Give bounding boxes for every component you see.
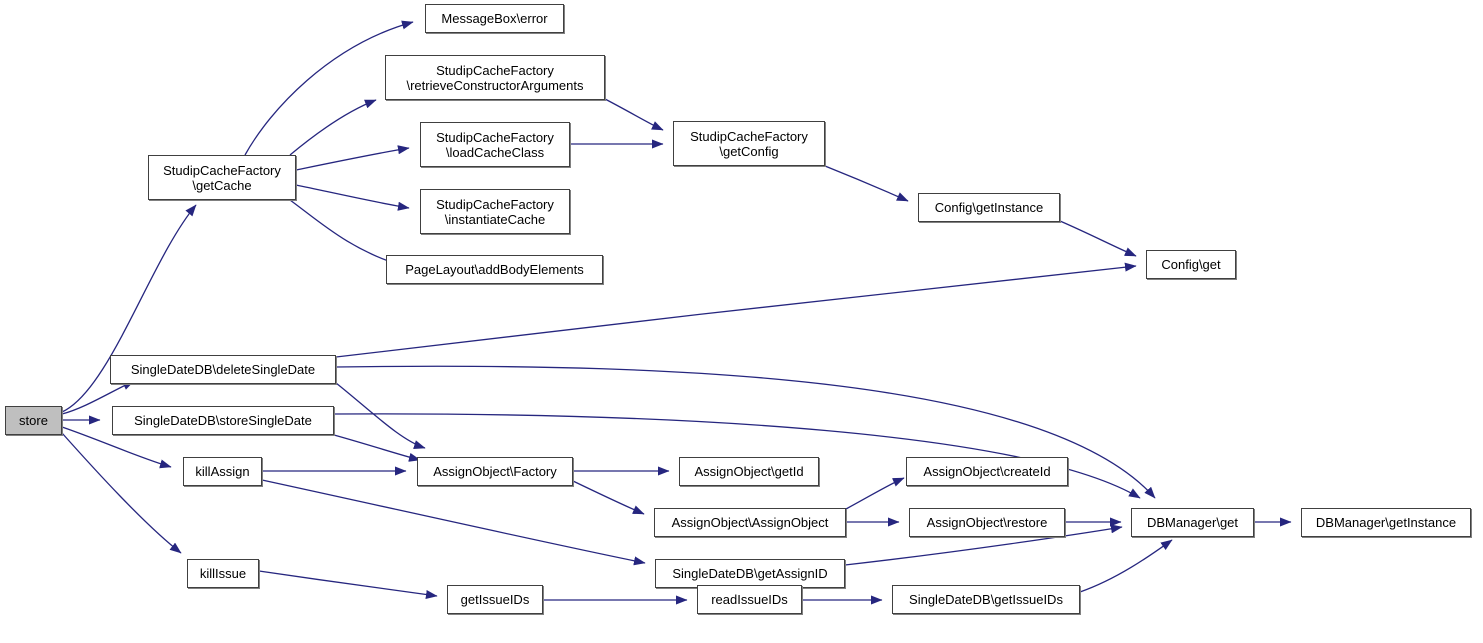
- graph-node-loadCacheClass[interactable]: StudipCacheFactory \loadCacheClass: [420, 122, 570, 167]
- graph-node-readIssueIDs[interactable]: readIssueIDs: [697, 585, 802, 614]
- graph-node-configGetInst[interactable]: Config\getInstance: [918, 193, 1060, 222]
- edge-getConfig-to-configGetInst: [824, 165, 909, 202]
- graph-node-getIssueIDs[interactable]: getIssueIDs: [447, 585, 543, 614]
- graph-node-label: killAssign: [195, 464, 250, 479]
- edge-getCache-to-retrieveCtorArgs: [289, 99, 377, 156]
- edge-getCache-to-loadCacheClass: [295, 145, 410, 171]
- graph-node-label: SingleDateDB\getIssueIDs: [909, 592, 1063, 607]
- graph-node-label: StudipCacheFactory \loadCacheClass: [436, 129, 554, 160]
- graph-node-label: SingleDateDB\storeSingleDate: [134, 413, 312, 428]
- graph-node-assignRestore[interactable]: AssignObject\restore: [909, 508, 1065, 537]
- graph-node-getCache[interactable]: StudipCacheFactory \getCache: [148, 155, 296, 200]
- graph-node-label: DBManager\getInstance: [1315, 515, 1457, 530]
- edge-getCache-to-messageBoxError: [244, 20, 414, 156]
- graph-node-label: MessageBox\error: [441, 11, 548, 26]
- graph-node-label: Config\get: [1161, 257, 1221, 272]
- graph-node-label: getIssueIDs: [460, 592, 530, 607]
- edge-killAssign-to-getAssignID: [261, 479, 646, 566]
- graph-node-killAssign[interactable]: killAssign: [183, 457, 262, 486]
- edge-retrieveCtorArgs-to-getConfig: [604, 98, 664, 131]
- graph-node-label: AssignObject\createId: [923, 464, 1051, 479]
- edge-getCache-to-instantiateCache: [295, 184, 410, 211]
- graph-node-label: DBManager\get: [1146, 515, 1239, 530]
- graph-node-getConfig[interactable]: StudipCacheFactory \getConfig: [673, 121, 825, 166]
- graph-node-messageBoxError[interactable]: MessageBox\error: [425, 4, 564, 33]
- graph-node-label: AssignObject\restore: [926, 515, 1048, 530]
- edge-layer: [61, 20, 1292, 605]
- graph-node-label: store: [19, 413, 48, 428]
- graph-node-label: StudipCacheFactory \getConfig: [690, 128, 808, 159]
- graph-node-configGet[interactable]: Config\get: [1146, 250, 1236, 279]
- graph-node-assignObject[interactable]: AssignObject\AssignObject: [654, 508, 846, 537]
- graph-node-assignCreateId[interactable]: AssignObject\createId: [906, 457, 1068, 486]
- graph-node-label: AssignObject\getId: [694, 464, 804, 479]
- graph-node-store[interactable]: store: [5, 406, 62, 435]
- graph-node-killIssue[interactable]: killIssue: [187, 559, 259, 588]
- edge-store-to-getCache: [61, 204, 197, 413]
- graph-node-dbManagerGetInst[interactable]: DBManager\getInstance: [1301, 508, 1471, 537]
- graph-node-label: StudipCacheFactory \retrieveConstructorA…: [406, 62, 584, 93]
- graph-node-storeSingleDate[interactable]: SingleDateDB\storeSingleDate: [112, 406, 334, 435]
- edge-dbGetIssueIDs-to-dbManagerGet: [1079, 539, 1173, 593]
- graph-node-label: SingleDateDB\getAssignID: [672, 566, 828, 581]
- edge-deleteSingleDate-to-configGet: [335, 262, 1137, 358]
- graph-node-label: killIssue: [199, 566, 247, 581]
- edge-assignObject-to-assignCreateId: [845, 477, 905, 510]
- edge-killIssue-to-getIssueIDs: [258, 570, 438, 600]
- graph-node-label: readIssueIDs: [711, 592, 788, 607]
- graph-node-dbManagerGet[interactable]: DBManager\get: [1131, 508, 1254, 537]
- graph-node-deleteSingleDate[interactable]: SingleDateDB\deleteSingleDate: [110, 355, 336, 384]
- graph-node-retrieveCtorArgs[interactable]: StudipCacheFactory \retrieveConstructorA…: [385, 55, 605, 100]
- graph-node-label: AssignObject\AssignObject: [671, 515, 829, 530]
- edge-store-to-deleteSingleDate: [61, 380, 135, 415]
- graph-node-label: StudipCacheFactory \instantiateCache: [436, 196, 554, 227]
- graph-node-addBodyElements[interactable]: PageLayout\addBodyElements: [386, 255, 603, 284]
- graph-node-label: AssignObject\Factory: [433, 464, 557, 479]
- edge-getAssignID-to-dbManagerGet: [844, 524, 1123, 566]
- edge-storeSingleDate-to-assignFactory: [333, 434, 421, 462]
- graph-node-getAssignID[interactable]: SingleDateDB\getAssignID: [655, 559, 845, 588]
- graph-node-label: Config\getInstance: [934, 200, 1044, 215]
- graph-node-assignFactory[interactable]: AssignObject\Factory: [417, 457, 573, 486]
- edge-storeSingleDate-to-dbManagerGet: [333, 413, 1141, 499]
- edge-deleteSingleDate-to-assignFactory: [335, 382, 426, 449]
- edge-store-to-killIssue: [61, 432, 182, 554]
- graph-node-label: SingleDateDB\deleteSingleDate: [130, 362, 316, 377]
- edge-deleteSingleDate-to-dbManagerGet: [335, 365, 1156, 499]
- graph-node-assignGetId[interactable]: AssignObject\getId: [679, 457, 819, 486]
- graph-node-dbGetIssueIDs[interactable]: SingleDateDB\getIssueIDs: [892, 585, 1080, 614]
- graph-node-instantiateCache[interactable]: StudipCacheFactory \instantiateCache: [420, 189, 570, 234]
- edge-store-to-killAssign: [61, 426, 172, 469]
- edge-assignFactory-to-assignObject: [572, 480, 645, 515]
- edge-configGetInst-to-configGet: [1059, 220, 1137, 257]
- graph-node-label: StudipCacheFactory \getCache: [163, 162, 281, 193]
- graph-node-label: PageLayout\addBodyElements: [405, 262, 584, 277]
